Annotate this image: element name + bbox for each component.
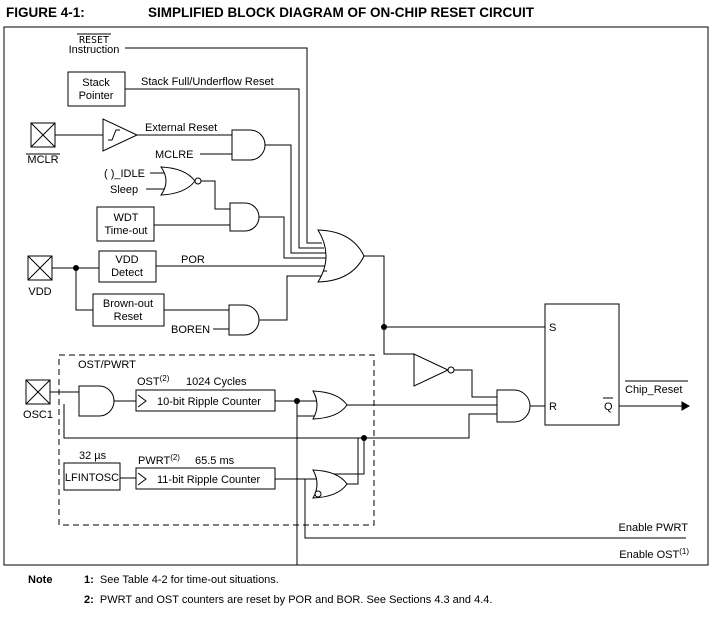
nor-bubble xyxy=(194,177,202,185)
latch-q-label: Q xyxy=(604,401,613,413)
enable-pwrt-label: Enable PWRT xyxy=(619,522,689,534)
notes: Note 1: See Table 4-2 for time-out situat… xyxy=(28,574,492,614)
boren-label: BOREN xyxy=(171,324,210,336)
mclre-label: MCLRE xyxy=(155,149,194,161)
external-reset-label: External Reset xyxy=(145,122,217,134)
enable-ost-label: Enable OST(1) xyxy=(619,547,689,561)
wire-stack xyxy=(125,88,324,249)
or-gate-main xyxy=(317,229,365,283)
wdt-label-1: WDT xyxy=(113,212,138,224)
vdd-detect-label-1: VDD xyxy=(115,254,138,266)
counter-10bit-label: 10-bit Ripple Counter xyxy=(157,396,261,408)
mclr-label: MCLR xyxy=(27,154,58,166)
vdd-pin-cross-b xyxy=(27,255,53,281)
brownout-label-2: Reset xyxy=(114,311,143,323)
figure-caption: SIMPLIFIED BLOCK DIAGRAM OF ON-CHIP RESE… xyxy=(148,5,535,20)
schmitt-symbol xyxy=(108,129,120,141)
note-text: See Table 4-2 for time-out situations. xyxy=(99,574,279,586)
wire-and-wdt-out xyxy=(259,216,327,259)
lfintosc-box xyxy=(63,462,121,491)
counter-10bit-clock xyxy=(137,394,147,408)
lfintosc-label: LFINTOSC xyxy=(65,472,119,484)
inverter xyxy=(413,353,450,387)
latch-r-label: R xyxy=(549,401,557,413)
note-number: 1: xyxy=(84,574,94,586)
and-gate-mclr xyxy=(231,129,266,161)
sleep-label: Sleep xyxy=(110,184,138,196)
and-gate-wdt xyxy=(229,202,260,232)
mclr-pin-cross-b xyxy=(30,122,56,148)
wire-osc1-feedback xyxy=(63,404,497,439)
sr-latch-box xyxy=(544,303,620,426)
reset-instruction-label: RESET xyxy=(79,35,109,46)
and-gate-osc xyxy=(78,385,115,417)
note-text: PWRT and OST counters are reset by POR a… xyxy=(99,594,493,606)
wire-or2-bottom xyxy=(304,479,686,539)
idle-label: ( )_IDLE xyxy=(104,168,145,180)
note-label: Note xyxy=(28,574,53,586)
note-row: Note 1: See Table 4-2 for time-out situat… xyxy=(28,574,492,594)
vdd-pin-label: VDD xyxy=(28,286,51,298)
wire-vdd-to-bor xyxy=(75,268,93,311)
wire-and-mclr-out xyxy=(265,144,326,254)
latch-s-label: S xyxy=(549,322,556,334)
us32-label: 32 µs xyxy=(79,450,107,462)
osc1-label: OSC1 xyxy=(23,409,53,421)
pwrt-label: PWRT(2) xyxy=(138,453,180,467)
chip-reset-label: Chip_Reset xyxy=(625,384,682,396)
counter-11bit-label: 11-bit Ripple Counter xyxy=(157,474,260,486)
counter-11bit-clock xyxy=(137,472,147,486)
vdd-detect-label-2: Detect xyxy=(111,267,143,279)
inverter-bubble xyxy=(447,366,455,374)
or-pwrt-bubble xyxy=(314,490,322,498)
wire-or-pwrt-out xyxy=(347,438,359,485)
nor-gate-sleep xyxy=(159,166,196,196)
osc1-pin-cross-b xyxy=(25,379,51,405)
cycles-label: 1024 Cycles xyxy=(186,376,247,388)
and-gate-bor xyxy=(228,304,260,336)
or-gate-ost xyxy=(312,390,348,420)
ost-pwrt-region xyxy=(58,354,375,526)
or-gate-pwrt xyxy=(312,469,348,499)
instruction-label: Instruction xyxy=(69,44,120,56)
figure-title: FIGURE 4-1: SIMPLIFIED BLOCK DIAGRAM OF O… xyxy=(6,5,534,20)
ost-label: OST(2) xyxy=(137,374,170,388)
wire-feedback-to-and xyxy=(315,438,365,475)
wire-reset-instruction xyxy=(125,47,322,244)
and-gate-final xyxy=(496,389,531,423)
stack-full-label: Stack Full/Underflow Reset xyxy=(141,76,274,88)
por-label: POR xyxy=(181,254,205,266)
figure-number: FIGURE 4-1: xyxy=(6,5,85,20)
wire-or-out xyxy=(364,255,545,328)
wire-to-inverter xyxy=(383,327,415,385)
note-number: 2: xyxy=(84,594,94,606)
brownout-label-1: Brown-out xyxy=(103,298,153,310)
wdt-label-2: Time-out xyxy=(105,225,148,237)
wdt-box xyxy=(96,206,155,242)
wire-nor-out xyxy=(201,180,230,210)
note-row: 2: PWRT and OST counters are reset by PO… xyxy=(28,594,492,614)
wire-inverter-out xyxy=(454,369,497,398)
wire-and-bor-out xyxy=(259,275,324,321)
chip-reset-arrow xyxy=(681,401,691,411)
ms655-label: 65.5 ms xyxy=(195,455,235,467)
schmitt-buffer xyxy=(102,118,139,152)
stack-pointer-label-2: Pointer xyxy=(79,90,114,102)
ost-pwrt-label: OST/PWRT xyxy=(78,359,136,371)
stack-pointer-label-1: Stack xyxy=(82,77,110,89)
